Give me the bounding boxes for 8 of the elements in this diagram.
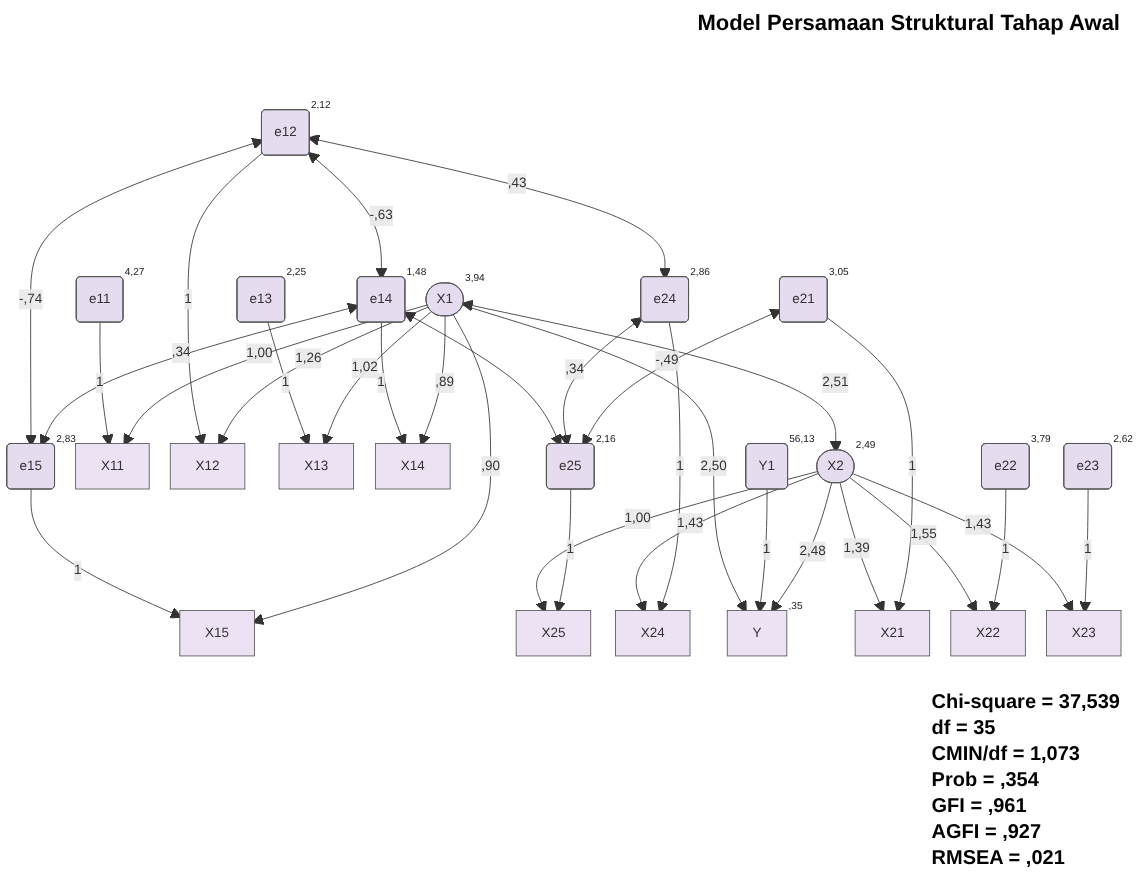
fit-statistic: GFI = ,961 [931,794,1029,820]
fit-statistic: AGFI = ,927 [931,820,1044,846]
fit-statistic: CMIN/df = 1,073 [931,742,1082,768]
fit-statistic: df = 35 [931,716,998,742]
fit-statistic: RMSEA = ,021 [931,846,1067,872]
diagram-title: Model Persamaan Struktural Tahap Awal [695,12,1120,36]
fit-statistic: Prob = ,354 [931,768,1041,794]
fit-statistic: Chi-square = 37,539 [931,690,1120,716]
